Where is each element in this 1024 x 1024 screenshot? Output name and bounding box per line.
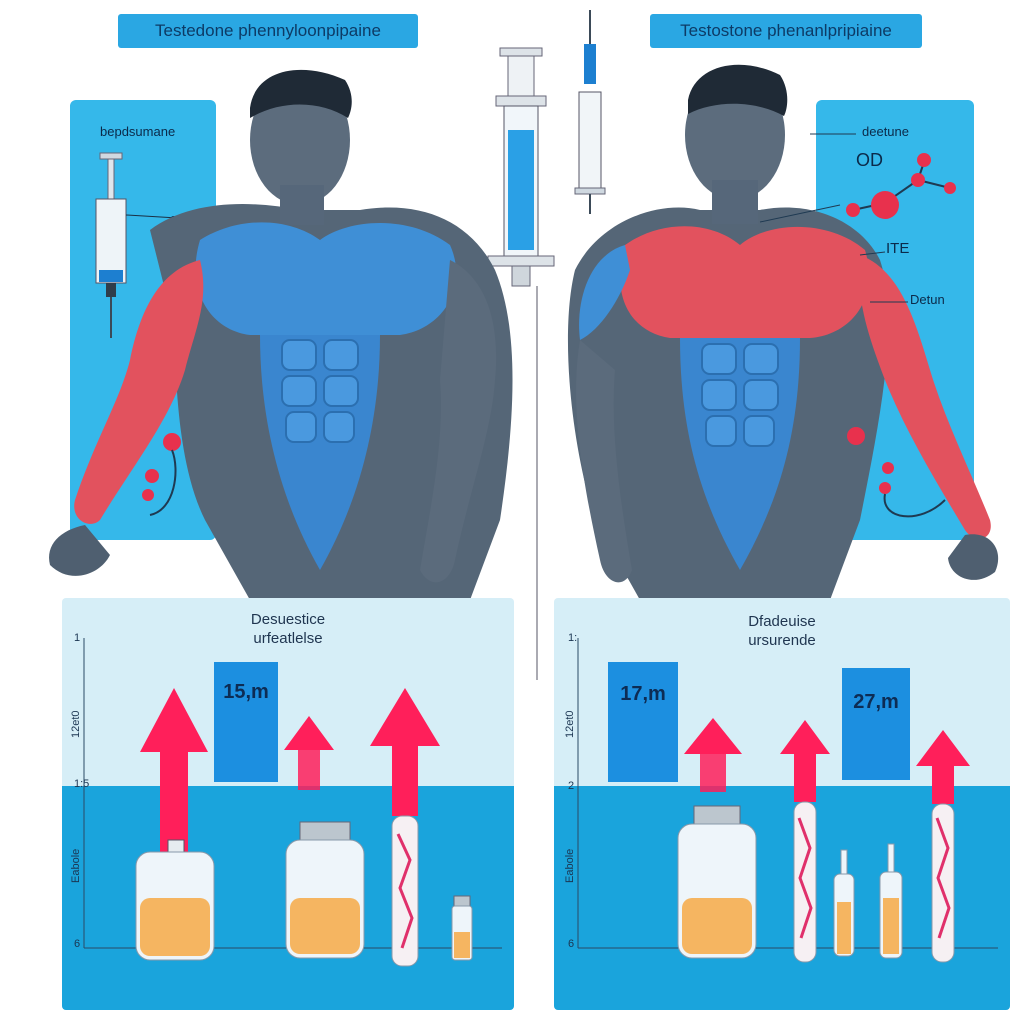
right-title: Testostone phenanlpripiaine: [680, 21, 892, 40]
right-callout-od: OD: [856, 150, 883, 170]
right-vial-1: [677, 805, 757, 959]
right-ampoule-2: [879, 843, 903, 959]
right-chart-graphics: [577, 638, 998, 963]
left-small-vial: [451, 895, 473, 961]
right-syringe-icon: [574, 10, 606, 214]
right-callout-top: deetune: [862, 124, 909, 139]
right-test-tube-2: [931, 803, 955, 963]
right-value-box-1: 17,m: [608, 662, 678, 782]
right-test-tube-1: [793, 801, 817, 963]
left-vial-2: [285, 821, 365, 959]
left-arrow-1: [140, 688, 208, 852]
right-value-label-1: 17,m: [620, 683, 666, 705]
right-arrow-1: [684, 718, 742, 792]
left-axis-top-tick: 1: [74, 632, 81, 644]
left-vial-1: [135, 839, 215, 961]
left-title: Testedone phennyloonpipaine: [155, 21, 381, 40]
left-value-box: 15,m: [214, 662, 278, 782]
right-callout-detun: Detun: [910, 292, 945, 307]
center-syringe-icon: [487, 47, 555, 287]
right-axis-mid-tick: 2: [568, 780, 575, 792]
left-chart-title: Desuestice urfeatlelse: [62, 610, 514, 648]
left-syringe-icon: [95, 152, 127, 338]
left-chart-graphics: [83, 638, 502, 967]
left-axis-bottom-tick: 6: [74, 938, 81, 950]
right-chart-title-line2: ursurende: [748, 632, 816, 649]
left-panel-label: bepdsumane: [100, 124, 176, 139]
left-arrow-2: [284, 716, 334, 790]
right-axis-top-tick: 1:: [568, 632, 578, 644]
right-arrow-3: [916, 730, 970, 804]
left-test-tube: [391, 815, 419, 967]
right-value-label-2: 27,m: [853, 691, 899, 713]
left-value-label: 15,m: [223, 681, 269, 703]
left-body-figure: [49, 69, 513, 601]
right-arrow-2: [780, 720, 830, 802]
left-arrow-3: [370, 688, 440, 816]
right-title-badge: Testostone phenanlpripiaine: [650, 14, 922, 48]
right-ampoule-1: [833, 849, 855, 957]
left-chart-panel: Desuestice urfeatlelse 1 1:5 6 12et0 Eab…: [62, 598, 514, 1010]
left-chart-title-line1: Desuestice: [250, 611, 326, 628]
right-value-box-2: 27,m: [842, 668, 910, 780]
right-callout-ite: ITE: [886, 240, 910, 257]
anatomy-illustration: [49, 10, 999, 680]
left-chart-title-line2: urfeatlelse: [253, 630, 323, 647]
left-axis-mid-tick: 1:5: [74, 778, 90, 790]
right-body-figure: [567, 64, 999, 600]
left-title-badge: Testedone phennyloonpipaine: [118, 14, 418, 48]
right-chart-panel: Dfadeuise ursurende 1: 2 6 12et0 Eabole …: [554, 598, 1010, 1010]
right-chart-title: Dfadeuise ursurende: [554, 612, 1010, 650]
right-chart-title-line1: Dfadeuise: [748, 613, 816, 630]
right-axis-bottom-tick: 6: [568, 938, 575, 950]
